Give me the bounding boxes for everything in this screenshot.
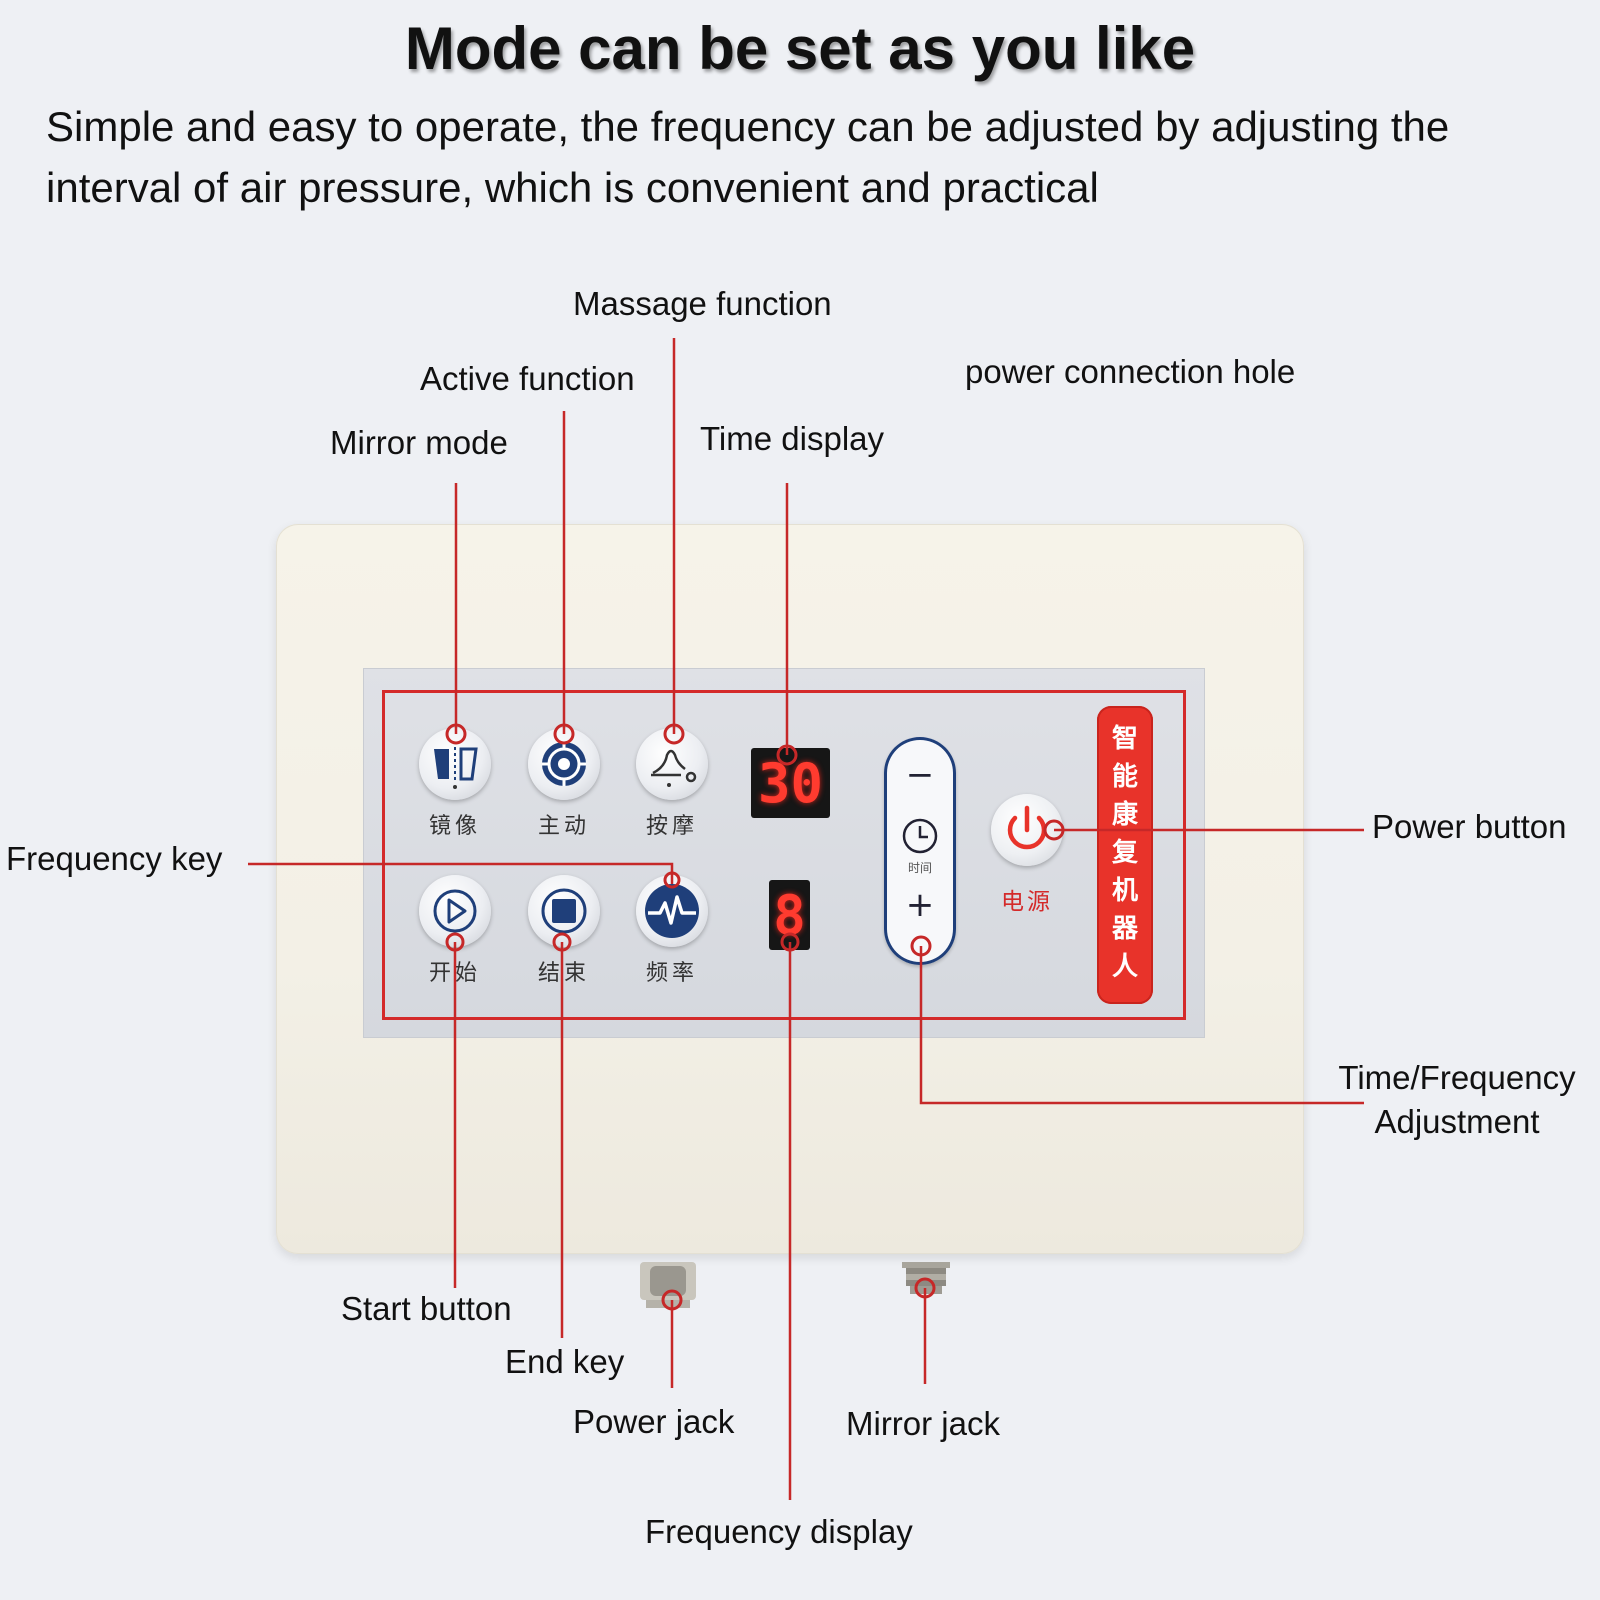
end-button[interactable] (528, 875, 600, 947)
active-function-button[interactable] (528, 728, 600, 800)
label-power-connection-hole: power connection hole (965, 353, 1296, 390)
power-button[interactable] (991, 794, 1063, 866)
frequency-button-label: 频率 (645, 961, 698, 986)
brand-strip: 智 能 康 复 机 器 人 (1097, 706, 1153, 1004)
power-label: 电源 (1001, 889, 1053, 915)
label-end-key: End key (505, 1343, 625, 1380)
label-power-jack: Power jack (573, 1403, 735, 1440)
label-start-button: Start button (341, 1290, 512, 1327)
play-icon (433, 889, 477, 933)
panel-frame (382, 690, 1186, 1020)
time-display: 30 (751, 748, 830, 818)
mirror-jack-icon (902, 1262, 950, 1294)
massage-function-button[interactable] (636, 728, 708, 800)
label-frequency-display: Frequency display (645, 1513, 913, 1550)
start-button-label: 开始 (428, 961, 481, 986)
label-time-frequency-adjustment: Time/Frequency Adjustment (1338, 1059, 1576, 1140)
mirror-mode-button[interactable] (419, 728, 491, 800)
brand-char: 复 (1111, 838, 1138, 868)
brand-char: 机 (1111, 876, 1138, 906)
frequency-button[interactable] (636, 875, 708, 947)
brand-char: 康 (1111, 800, 1138, 830)
label-mirror-mode: Mirror mode (330, 424, 508, 461)
plus-button[interactable]: + (905, 885, 935, 925)
stop-icon (541, 888, 587, 934)
time-frequency-adjuster: − 时间 + (884, 737, 956, 965)
target-icon (542, 742, 586, 786)
power-icon (1007, 805, 1047, 850)
massage-button-label: 按摩 (645, 814, 698, 839)
brand-char: 能 (1111, 762, 1138, 792)
pulse-icon (645, 884, 699, 938)
minus-button[interactable]: − (905, 755, 935, 795)
clock-icon (902, 818, 938, 854)
page-title: Mode can be set as you like (404, 15, 1196, 82)
time-label: 时间 (907, 861, 932, 875)
label-mirror-jack: Mirror jack (846, 1405, 1000, 1442)
brand-char: 器 (1111, 914, 1138, 944)
brand-char: 智 (1111, 724, 1138, 754)
mirror-icon (434, 747, 478, 789)
active-button-label: 主动 (537, 814, 590, 839)
massage-icon (651, 749, 697, 787)
label-time-display: Time display (700, 420, 884, 457)
frequency-display: 8 (769, 880, 810, 950)
power-jack[interactable] (636, 1262, 700, 1312)
end-button-label: 结束 (537, 961, 590, 986)
label-massage-function: Massage function (573, 285, 832, 322)
power-jack-icon (640, 1262, 696, 1308)
label-frequency-key: Frequency key (6, 840, 223, 877)
mirror-button-label: 镜像 (428, 814, 481, 839)
page-subtitle: Simple and easy to operate, the frequenc… (46, 103, 1450, 211)
label-power-button: Power button (1372, 808, 1567, 845)
start-button[interactable] (419, 875, 491, 947)
mirror-jack[interactable] (894, 1262, 958, 1302)
brand-char: 人 (1111, 952, 1138, 982)
label-active-function: Active function (420, 360, 635, 397)
